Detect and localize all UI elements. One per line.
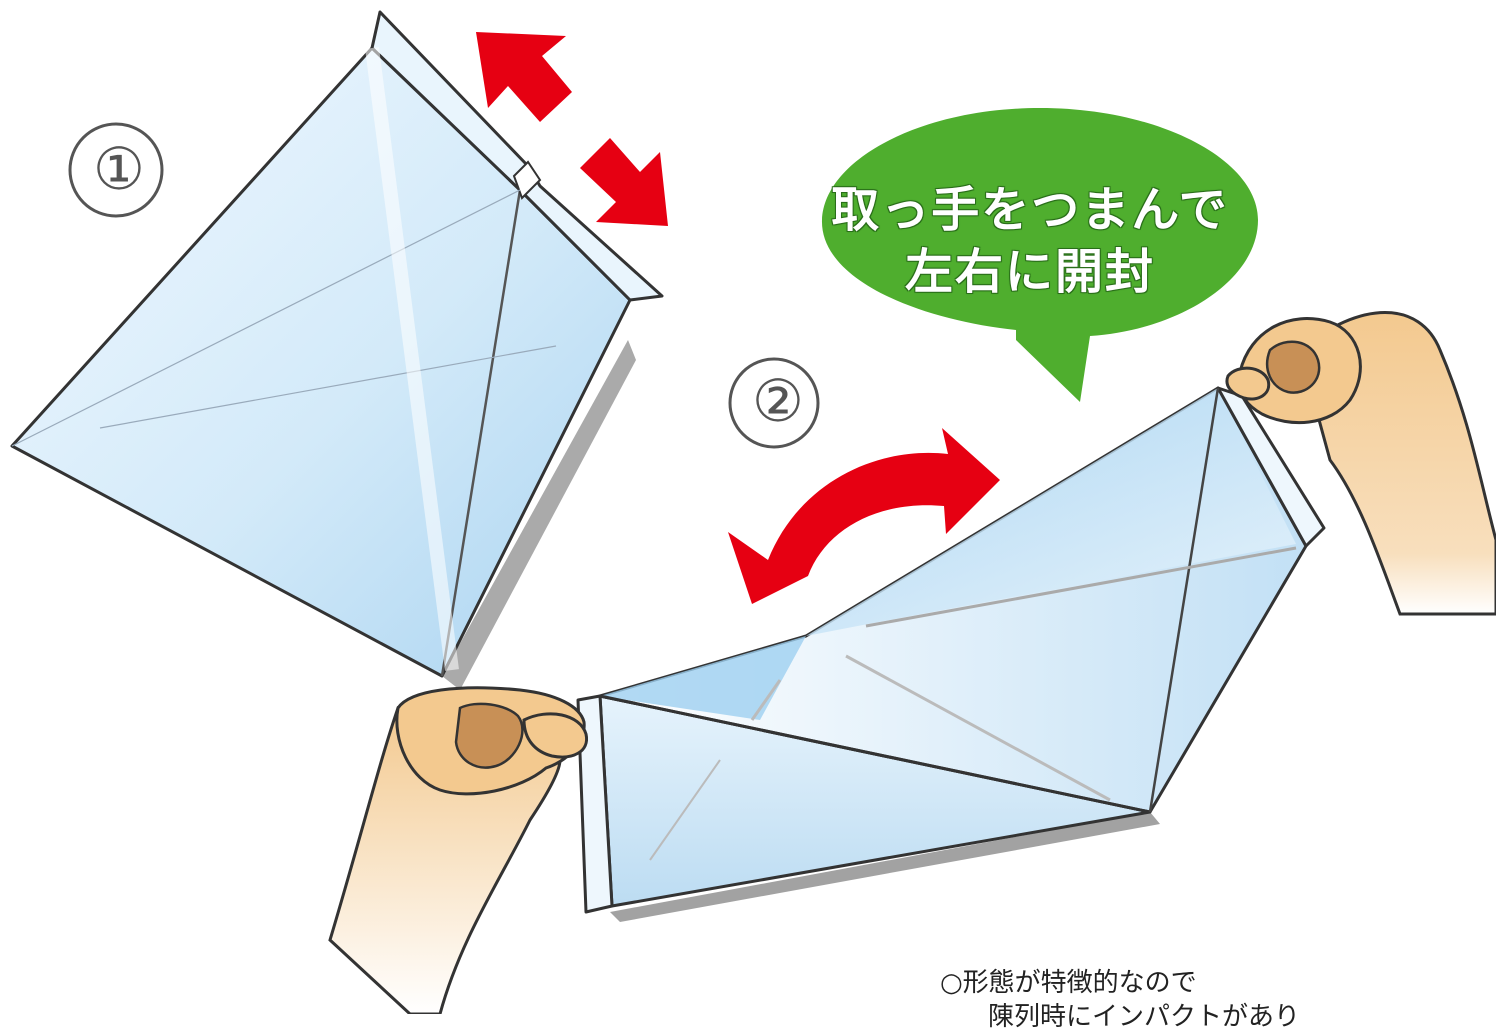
note-text-line-1: ○形態が特徴的なので <box>940 968 1197 998</box>
left-thumb <box>522 712 589 759</box>
left-hand <box>328 686 589 1016</box>
bag-open-shadow <box>610 812 1160 922</box>
bag-open-left-inner <box>600 636 806 720</box>
bag-open <box>576 386 1326 922</box>
step2-circle <box>728 357 820 449</box>
red-arrow-down-right <box>580 138 668 226</box>
bag-closed <box>10 10 664 690</box>
twist-arrow-step2 <box>728 428 1000 604</box>
right-thumb <box>1225 366 1271 401</box>
step-1-number: ① <box>93 135 145 203</box>
step1-circle <box>68 122 164 218</box>
right-hand-fingers <box>1265 340 1321 394</box>
bubble-text-line-2: 左右に開封 <box>904 244 1155 300</box>
right-hand <box>1225 311 1496 616</box>
speech-bubble <box>821 108 1258 402</box>
step-2-number: ② <box>752 367 804 435</box>
bag-closed-seal-strip <box>370 10 664 302</box>
note-text-line-2: 陳列時にインパクトがあり <box>988 1002 1301 1032</box>
bag-open-inner <box>806 388 1296 636</box>
speech-bubble-shape <box>821 108 1258 402</box>
pull-arrows-step1 <box>476 32 668 226</box>
red-arrow-up-left <box>476 32 572 122</box>
bag-open-left-seal <box>576 694 614 914</box>
red-curved-arrow-body <box>728 428 1000 604</box>
left-hand-fingers <box>454 702 524 769</box>
bubble-text-line-1: 取っ手をつまんで <box>831 182 1229 238</box>
bag-closed-shadow <box>442 340 636 690</box>
